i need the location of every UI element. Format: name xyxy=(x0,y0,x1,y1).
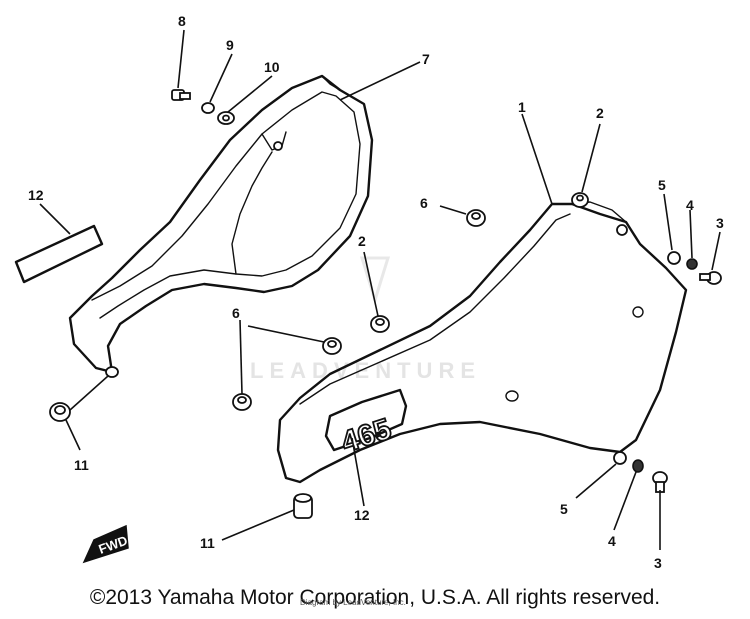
watermark-logo-icon xyxy=(359,256,391,306)
decal-465: 465 xyxy=(324,388,408,460)
callout-4-upper: 4 xyxy=(686,197,694,213)
grommet-2-mid-icon xyxy=(370,315,390,333)
washer-5-upper-icon xyxy=(667,251,681,265)
left-side-cover xyxy=(68,74,374,374)
callout-12-left: 12 xyxy=(28,187,44,203)
screw-3-lower-icon xyxy=(652,471,668,493)
callout-10: 10 xyxy=(264,59,280,75)
cover-tab-icon xyxy=(105,366,119,378)
grommet-2-top-icon xyxy=(571,192,589,208)
copyright-notice: ©2013 Yamaha Motor Corporation, U.S.A. A… xyxy=(89,586,661,609)
credit-notice: Diagram by LeadVenture, Inc. xyxy=(300,598,406,607)
callout-11-bottom: 11 xyxy=(200,535,215,551)
callout-5-upper: 5 xyxy=(658,177,666,193)
screw-3-upper-icon xyxy=(699,271,722,285)
callout-1: 1 xyxy=(518,99,526,115)
callout-labels: 8 9 10 7 12 11 6 2 11 12 1 2 6 5 4 3 5 4… xyxy=(28,13,724,571)
decal-strip xyxy=(14,224,104,284)
callout-4-lower: 4 xyxy=(608,533,616,549)
grommet-6-mid-icon xyxy=(322,337,342,355)
nut-10-icon xyxy=(217,111,235,125)
lockwasher-4-lower-icon xyxy=(632,459,644,473)
grommet-11-bottom-icon xyxy=(293,493,313,519)
grommet-6-upper-icon xyxy=(466,209,486,227)
callout-3-upper: 3 xyxy=(716,215,724,231)
callout-5-lower: 5 xyxy=(560,501,568,517)
callout-7: 7 xyxy=(422,51,430,67)
watermark: LEADVENTURE xyxy=(250,256,481,383)
bolt-8-icon xyxy=(171,89,191,101)
lockwasher-4-upper-icon xyxy=(686,258,698,270)
washer-9-icon xyxy=(201,102,215,114)
grommet-11-left-icon xyxy=(49,402,71,422)
callout-6-left: 6 xyxy=(232,305,240,321)
grommet-6-low-icon xyxy=(232,393,252,411)
hardware xyxy=(49,89,722,519)
callout-9: 9 xyxy=(226,37,234,53)
callout-12-decal: 12 xyxy=(354,507,370,523)
callout-6-upper: 6 xyxy=(420,195,428,211)
fwd-marker: FWD xyxy=(82,524,130,564)
watermark-text: LEADVENTURE xyxy=(250,358,481,383)
callout-2-mid: 2 xyxy=(358,233,366,249)
callout-2-top: 2 xyxy=(596,105,604,121)
callout-3-lower: 3 xyxy=(654,555,662,571)
callout-8: 8 xyxy=(178,13,186,29)
callout-11-left: 11 xyxy=(74,457,89,473)
leader-lines xyxy=(39,29,721,550)
decal-text: 465 xyxy=(338,412,396,459)
washer-5-lower-icon xyxy=(613,451,627,465)
